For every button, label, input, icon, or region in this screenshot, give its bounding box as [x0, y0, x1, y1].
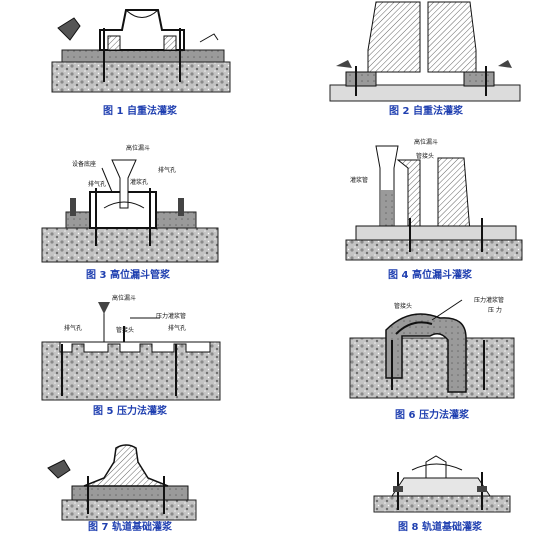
figure-1: 图 1 自重法灌浆 — [51, 9, 231, 117]
caption-fig1: 图 1 自重法灌浆 — [103, 104, 178, 117]
figure-5: 高位漏斗 排气孔 排气孔 管接头 压力灌浆管 图 5 压力法灌浆 — [41, 294, 221, 417]
caption-fig4: 图 4 高位漏斗灌浆 — [388, 268, 473, 281]
label-pressure-pipe: 压力灌浆管 — [156, 312, 186, 320]
concrete-foundation — [51, 61, 231, 93]
label-vent-left: 排气孔 — [88, 180, 106, 188]
figure-3: 设备底座 高位漏斗 排气孔 排气孔 灌浆孔 图 3 高位漏斗管浆 — [41, 144, 219, 281]
label-vent-right: 排气孔 — [158, 166, 176, 174]
rail-clip — [425, 455, 447, 479]
grout-layer — [61, 49, 225, 63]
caption-fig3: 图 3 高位漏斗管浆 — [86, 268, 171, 281]
label-joint: 管接头 — [116, 326, 134, 334]
concrete-foundation — [329, 84, 521, 102]
grout-fill — [385, 313, 467, 393]
equipment-housing — [367, 1, 421, 73]
label-pressure-pipe: 压力灌浆管 — [474, 296, 504, 304]
label-funnel: 高位漏斗 — [112, 294, 136, 302]
figure-8: 图 8 轨道基础灌浆 — [373, 455, 511, 533]
label-grout-hole: 灌浆孔 — [130, 178, 148, 186]
equipment-body — [437, 157, 471, 233]
rail-profile — [83, 444, 169, 487]
caption-fig7: 图 7 轨道基础灌浆 — [88, 520, 173, 533]
concrete-foundation — [41, 227, 219, 263]
grout-chute — [57, 17, 81, 41]
caption-fig6: 图 6 压力法灌浆 — [395, 408, 470, 421]
caption-fig5: 图 5 压力法灌浆 — [93, 404, 168, 417]
figure-2: 图 2 自重法灌浆 — [329, 1, 521, 117]
label-pressure: 压 力 — [488, 306, 502, 314]
caption-fig8: 图 8 轨道基础灌浆 — [398, 520, 483, 533]
concrete-foundation — [345, 239, 523, 261]
concrete-foundation — [373, 495, 511, 513]
high-funnel — [111, 159, 137, 209]
label-funnel: 高位漏斗 — [126, 144, 150, 152]
label-vent-right: 排气孔 — [168, 324, 186, 332]
label-pipe: 灌浆管 — [350, 176, 368, 184]
concrete-foundation — [61, 499, 197, 521]
label-base: 设备底座 — [72, 160, 96, 168]
concrete-foundation — [349, 337, 515, 399]
label-funnel: 高位漏斗 — [414, 138, 438, 146]
label-joint: 管接头 — [416, 152, 434, 160]
figure-4: 高位漏斗 管接头 灌浆管 图 4 高位漏斗灌浆 — [345, 138, 523, 281]
label-vent-left: 排气孔 — [64, 324, 82, 332]
figure-6: 管接头 压力灌浆管 压 力 图 6 压力法灌浆 — [349, 296, 515, 421]
caption-fig2: 图 2 自重法灌浆 — [389, 104, 464, 117]
figure-7: 图 7 轨道基础灌浆 — [47, 444, 197, 533]
label-joint: 管接头 — [394, 302, 412, 310]
